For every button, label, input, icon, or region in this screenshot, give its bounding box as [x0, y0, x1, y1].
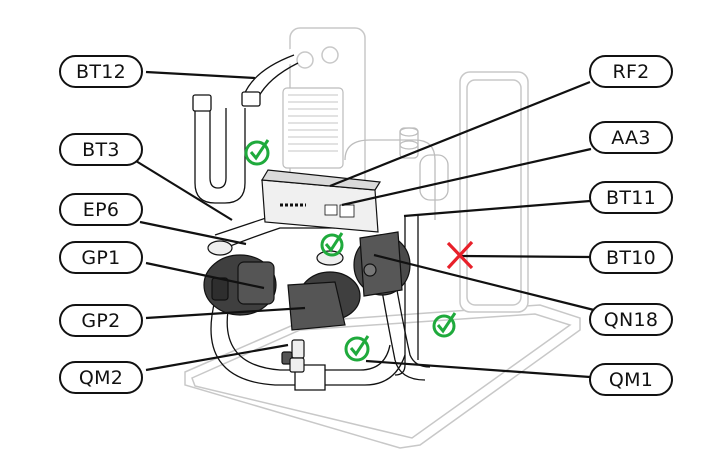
label-gp2: GP2 — [59, 304, 143, 337]
valve-motor-qn18 — [353, 231, 411, 297]
leader-ep6 — [139, 220, 247, 246]
label-bt12: BT12 — [59, 55, 143, 88]
leader-qn18 — [373, 253, 595, 312]
label-bt3: BT3 — [59, 133, 143, 166]
label-bt11: BT11 — [589, 181, 673, 214]
label-bt10: BT10 — [589, 241, 673, 274]
pipes-right — [344, 127, 449, 220]
check-icon — [432, 312, 457, 338]
leader-bt3 — [135, 160, 233, 221]
label-ep6: EP6 — [59, 193, 143, 226]
leader-gp2 — [145, 306, 306, 320]
check-icon — [320, 232, 344, 257]
leader-bt11 — [403, 199, 591, 218]
control-board — [260, 169, 382, 233]
label-aa3: AA3 — [589, 121, 673, 154]
heat-exchanger-right — [459, 71, 529, 313]
leader-lines — [135, 70, 595, 379]
leader-gp1 — [145, 261, 265, 290]
label-qm1: QM1 — [589, 363, 673, 396]
leader-bt12 — [145, 70, 256, 80]
leader-bt10 — [461, 254, 591, 259]
check-icon — [344, 335, 370, 362]
pump-gp2 — [287, 250, 361, 331]
label-qm2: QM2 — [59, 361, 143, 394]
valve-qm2 — [281, 339, 305, 373]
pump-gp1 — [203, 240, 277, 316]
inverter-block — [282, 87, 344, 169]
leader-qm1 — [365, 359, 591, 379]
check-icon — [244, 139, 270, 166]
cross-icon — [446, 240, 474, 270]
label-gp1: GP1 — [59, 241, 143, 274]
leader-aa3 — [341, 147, 592, 207]
label-rf2: RF2 — [589, 55, 673, 88]
leader-rf2 — [329, 80, 591, 188]
base-tray — [184, 304, 581, 449]
leader-qm2 — [145, 343, 289, 372]
label-qn18: QN18 — [589, 303, 673, 336]
